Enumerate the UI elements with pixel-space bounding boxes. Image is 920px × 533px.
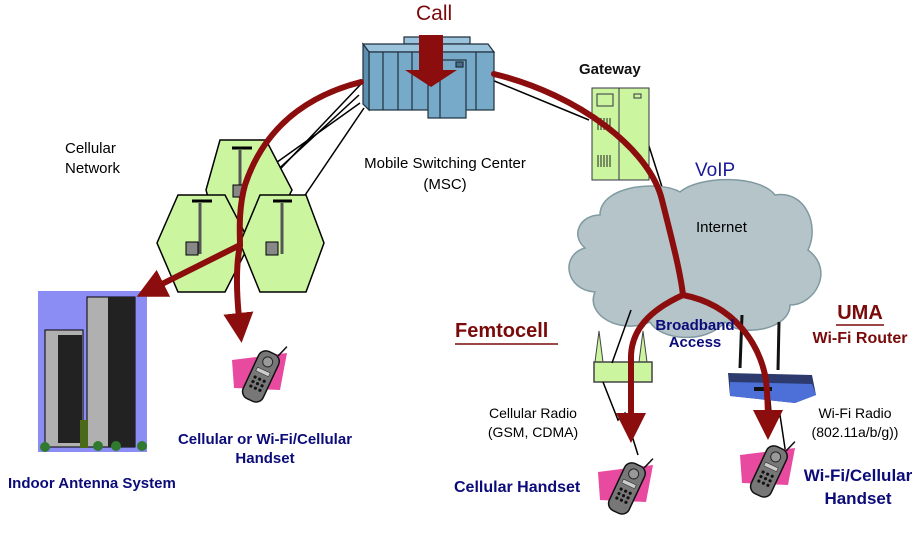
cellular-network-line1: Cellular — [65, 140, 116, 157]
handset-left-label: Cellular or Wi-Fi/Cellular Handset — [170, 431, 360, 468]
handset-left-line2: Handset — [235, 450, 295, 468]
msc-label-line2: (MSC) — [423, 176, 467, 194]
cellular-network-label: Cellular Network — [65, 140, 120, 178]
call-path-to-femtocell — [616, 292, 686, 443]
handset-left-icon — [232, 346, 288, 403]
call-label: Call — [416, 2, 453, 25]
femtocell-label: Femtocell — [455, 320, 549, 342]
handset-cellular-icon — [598, 458, 654, 515]
wifi-radio-line2: (802.11a/b/g)) — [811, 424, 899, 441]
handset-cellular-label: Cellular Handset — [454, 479, 581, 496]
gateway-icon — [591, 87, 650, 181]
internet-cloud — [568, 178, 822, 339]
cell-right — [239, 194, 325, 293]
msc-label-line1: Mobile Switching Center — [364, 155, 526, 172]
broadband-line2: Access — [668, 334, 722, 352]
handset-wifi-line2: Handset — [824, 488, 892, 508]
cellular-radio-line2: (GSM, CDMA) — [487, 424, 579, 441]
voip-label: VoIP — [695, 160, 736, 181]
cellular-radio-line1: Cellular Radio — [489, 405, 577, 421]
wifi-radio-line1: Wi-Fi Radio — [818, 405, 892, 421]
handset-wifi-line1: Wi-Fi/Cellular — [803, 466, 913, 485]
indoor-antenna-label: Indoor Antenna System — [8, 475, 176, 492]
broadband-access-label: Broadband Access — [650, 317, 740, 352]
uma-label: UMA Wi-Fi Router — [800, 302, 920, 348]
wifi-router-icon — [728, 314, 816, 403]
femtocell-device-icon — [593, 330, 653, 383]
wifi-radio-label: Wi-Fi Radio (802.11a/b/g)) — [800, 405, 910, 440]
handset-wifi-icon — [740, 441, 796, 498]
uma-title: UMA — [837, 302, 883, 324]
cellular-network-line2: Network — [65, 160, 121, 178]
cellular-network-cells — [156, 139, 325, 293]
cellular-radio-label: Cellular Radio (GSM, CDMA) — [478, 405, 588, 440]
call-path-to-wifi-handset — [680, 292, 783, 440]
msc-label: Mobile Switching Center (MSC) — [350, 155, 540, 194]
call-paths — [136, 71, 783, 443]
gateway-label: Gateway — [579, 61, 641, 78]
broadband-line1: Broadband — [655, 317, 735, 334]
call-path-to-internet — [491, 71, 686, 298]
cell-left — [156, 194, 251, 293]
handset-left-line1: Cellular or Wi-Fi/Cellular — [177, 431, 353, 448]
uma-subtitle: Wi-Fi Router — [812, 330, 908, 347]
call-arrow-icon — [405, 35, 457, 87]
call-path-to-handset-left — [223, 242, 254, 343]
indoor-building-icon — [38, 291, 147, 452]
handset-wifi-label: Wi-Fi/Cellular Handset — [796, 466, 920, 508]
call-path-to-building — [136, 79, 364, 297]
internet-label: Internet — [696, 219, 747, 236]
